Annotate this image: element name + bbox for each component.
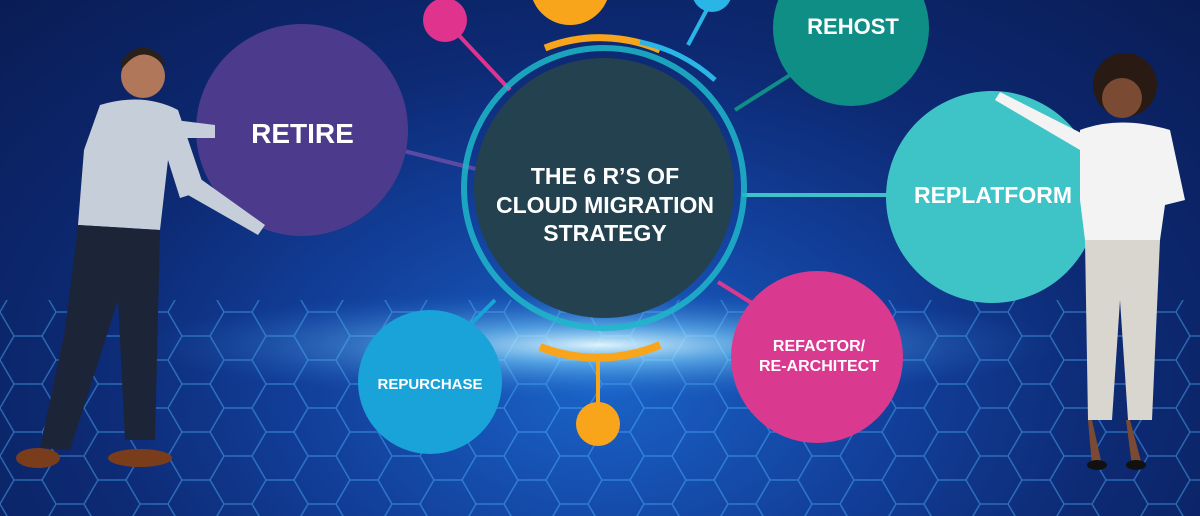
ring-arc-cyan-top <box>639 39 717 82</box>
ring-arc-orange-bottom <box>538 341 662 362</box>
refactor-label-line2: RE-ARCHITECT <box>759 358 879 375</box>
replatform-label: REPLATFORM <box>913 181 1072 208</box>
connector-rehost <box>733 73 792 112</box>
woman-figure <box>995 53 1185 470</box>
center-title-line1: THE 6 R’S OF <box>530 162 680 189</box>
accent-dot-pink <box>423 0 467 42</box>
center-title-line2: CLOUD MIGRATION <box>495 191 715 218</box>
rehost-circle <box>773 0 929 106</box>
center-title: THE 6 R’S OF CLOUD MIGRATION STRATEGY <box>470 145 740 265</box>
repurchase-label: REPURCHASE <box>377 375 483 393</box>
replatform-circle <box>886 91 1098 303</box>
accent-dot-orange-bottom <box>576 402 620 446</box>
repurchase-circle <box>358 310 502 454</box>
rehost-label: REHOST <box>807 14 899 40</box>
retire-label: RETIRE <box>251 117 354 149</box>
connector-refactor <box>716 280 757 307</box>
accent-dot-orange-top <box>532 0 608 25</box>
accent-dot-cyan <box>693 0 731 12</box>
center-circle <box>474 58 734 318</box>
refactor-label-line1: REFACTOR/ <box>772 338 866 355</box>
center-ring <box>461 45 747 331</box>
retire-circle <box>196 24 408 236</box>
refactor-label: REFACTOR/ RE-ARCHITECT <box>735 330 903 384</box>
connector-pink-top <box>450 26 512 92</box>
center-title-line3: STRATEGY <box>543 220 667 247</box>
man-figure <box>16 47 265 468</box>
refactor-circle <box>731 271 903 443</box>
